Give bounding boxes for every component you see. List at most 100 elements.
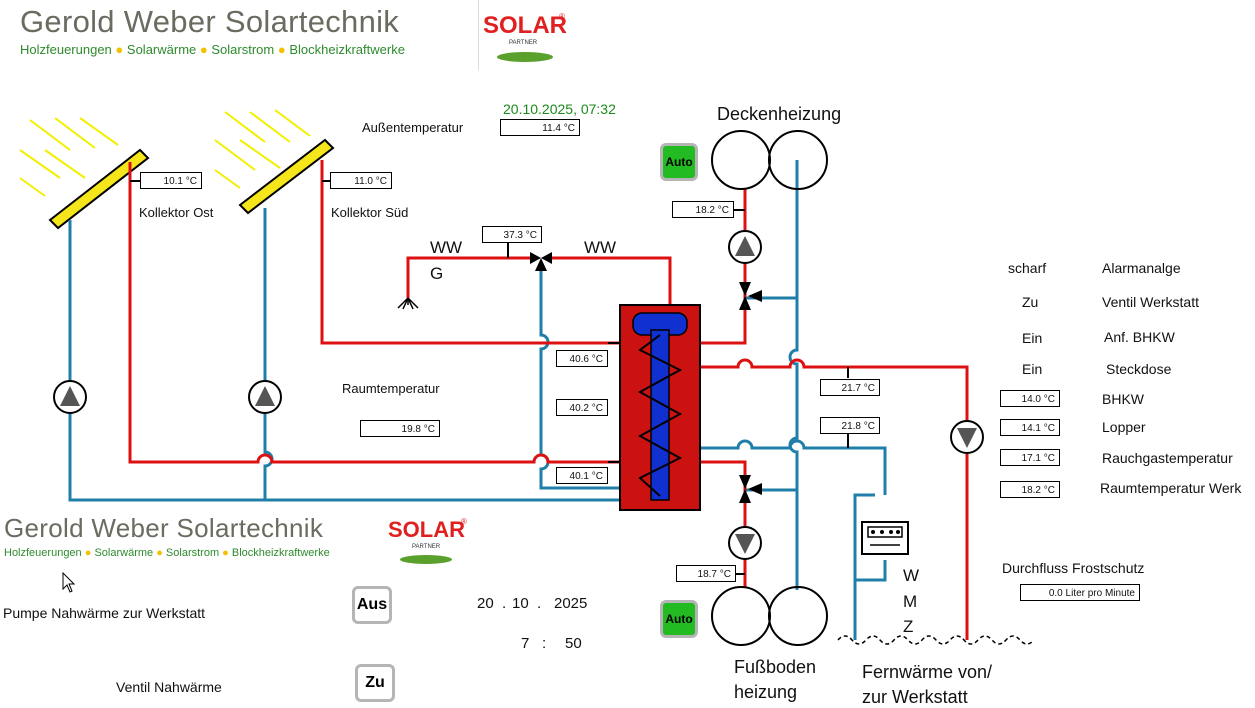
storage-temp-bottom: 40.1 °C: [556, 467, 608, 484]
bhkw-request-value: Ein: [1022, 330, 1043, 346]
storage-temp-mid: 40.2 °C: [556, 399, 608, 416]
wmz-letter-m: M: [903, 592, 918, 611]
wmz-letter-z: Z: [903, 617, 914, 636]
brand-footer-title: Gerold Weber Solartechnik: [4, 513, 324, 543]
logo-footer-sub: PARTNER: [412, 544, 441, 550]
bhkw-temp-label: BHKW: [1102, 391, 1144, 407]
valve-workshop-value: Zu: [1022, 294, 1039, 310]
room-temp-value: 19.8 °C: [360, 420, 440, 437]
date-day: 20: [477, 595, 494, 612]
logo-text: SOLAR: [483, 12, 567, 39]
district-supply-temp: 21.7 °C: [820, 379, 880, 396]
storage-tank-icon: [608, 304, 701, 511]
heat-exchanger-ceiling-icon: [711, 130, 828, 190]
sensor-ticks: [130, 180, 849, 575]
collector-east-label: Kollektor Ost: [139, 205, 214, 220]
flow-label: Durchfluss Frostschutz: [1002, 560, 1145, 576]
valve-ceiling-icon: [739, 282, 762, 310]
mix-temp-value: 37.3 °C: [482, 226, 542, 243]
socket-status-label: Steckdose: [1106, 361, 1172, 377]
valve-floor-icon: [739, 475, 762, 503]
collector-south-panel: [238, 138, 335, 215]
district-return-temp: 21.8 °C: [820, 417, 880, 434]
date-dot-1: .: [502, 595, 507, 612]
pump-workshop-label: Pumpe Nahwärme zur Werkstatt: [3, 605, 206, 621]
ww-left-label: WW: [430, 238, 463, 257]
collector-south-temp: 11.0 °C: [330, 172, 392, 189]
workshop-room-temp-value: 18.2 °C: [1000, 481, 1060, 498]
heat-meter-icon: [861, 521, 909, 555]
valve-local-button[interactable]: Zu: [355, 664, 395, 702]
floor-heating-label-1: Fußboden: [734, 657, 817, 677]
pump-floor-icon: [728, 526, 762, 560]
mouse-cursor-icon: [62, 572, 76, 593]
flow-value: 0.0 Liter pro Minute: [1020, 584, 1140, 601]
outside-temp-value: 11.4 °C: [500, 119, 580, 136]
brand-footer: Gerold Weber Solartechnik Holzfeuerungen…: [4, 513, 330, 559]
valve-local-label: Ventil Nahwärme: [116, 679, 222, 695]
brand-footer-sub-4: Blockheizkraftwerke: [231, 547, 330, 559]
date-year: 2025: [554, 595, 588, 612]
logo-footer-reg: ®: [461, 517, 467, 526]
pump-collector-east-icon: [53, 380, 87, 414]
brand-footer-sub-1: Holzfeuerungen: [4, 547, 82, 559]
alarm-status-label: Alarmanalge: [1102, 260, 1181, 276]
blue-pipes: [68, 160, 887, 640]
solar-partner-logo-footer: SOLAR ® PARTNER: [386, 505, 472, 570]
floor-heating-label-2: heizung: [734, 682, 798, 702]
floor-heating-temp: 18.7 °C: [676, 565, 736, 582]
collector-south-label: Kollektor Süd: [331, 205, 409, 220]
shower-icon: [397, 297, 419, 310]
brand-header: Gerold Weber Solartechnik Holzfeuerungen…: [20, 4, 405, 57]
date-month: 10: [512, 595, 529, 612]
ceiling-auto-button[interactable]: Auto: [660, 143, 698, 181]
valve-workshop-label: Ventil Werkstatt: [1102, 294, 1200, 310]
alarm-status-value: scharf: [1008, 260, 1047, 276]
logo-sub: PARTNER: [509, 40, 538, 46]
floor-auto-button[interactable]: Auto: [660, 600, 698, 638]
logo-footer-swoosh: [400, 555, 452, 564]
brand-sub-2: Solarwärme: [126, 42, 197, 57]
collector-east-temp: 10.1 °C: [140, 172, 202, 189]
time-minute: 50: [565, 635, 582, 652]
pump-ceiling-icon: [728, 230, 762, 264]
collector-east-panel: [48, 148, 150, 230]
heat-exchanger-floor-icon: [711, 586, 828, 646]
pump-workshop-button[interactable]: Aus: [352, 586, 392, 624]
g-label: G: [430, 264, 444, 283]
flue-gas-temp-label: Rauchgastemperatur: [1102, 450, 1233, 466]
pump-collector-south-icon: [248, 380, 282, 414]
sun-rays-south: [214, 109, 311, 189]
solar-partner-logo: SOLAR ® PARTNER: [478, 0, 571, 70]
room-temp-label: Raumtemperatur: [342, 381, 440, 396]
red-pipes: [128, 160, 969, 640]
time-hour: 7: [521, 635, 530, 652]
flue-gas-temp-value: 17.1 °C: [1000, 449, 1060, 466]
brand-footer-sub-3: Solarstrom: [165, 547, 220, 559]
ground-wave: [837, 635, 1035, 645]
logo-footer-text: SOLAR: [388, 517, 465, 542]
brand-sub-3: Solarstrom: [211, 42, 275, 57]
outside-temp-label: Außentemperatur: [362, 120, 464, 135]
district-label-1: Fernwärme von/: [862, 662, 993, 682]
mixing-valve-icon: [530, 252, 552, 271]
ww-right-label: WW: [584, 238, 617, 257]
date-dot-2: .: [537, 595, 542, 612]
storage-temp-top: 40.6 °C: [556, 350, 608, 367]
datetime-display: 20.10.2025, 07:32: [503, 101, 616, 117]
sun-rays-east: [19, 117, 119, 197]
district-label-2: zur Werkstatt: [862, 687, 968, 707]
bhkw-temp-value: 14.0 °C: [1000, 390, 1060, 407]
brand-title: Gerold Weber Solartechnik: [20, 4, 400, 39]
lopper-temp-label: Lopper: [1102, 419, 1146, 435]
ceiling-heating-temp: 18.2 °C: [672, 201, 734, 218]
brand-sub-1: Holzfeuerungen: [20, 42, 112, 57]
wmz-letter-w: W: [903, 566, 920, 585]
logo-swoosh: [497, 52, 553, 62]
workshop-room-temp-label: Raumtemperatur Werk: [1100, 480, 1242, 496]
ceiling-heating-label: Deckenheizung: [717, 104, 842, 124]
socket-status-value: Ein: [1022, 361, 1043, 377]
bhkw-request-label: Anf. BHKW: [1104, 329, 1175, 345]
time-colon: :: [542, 635, 547, 652]
